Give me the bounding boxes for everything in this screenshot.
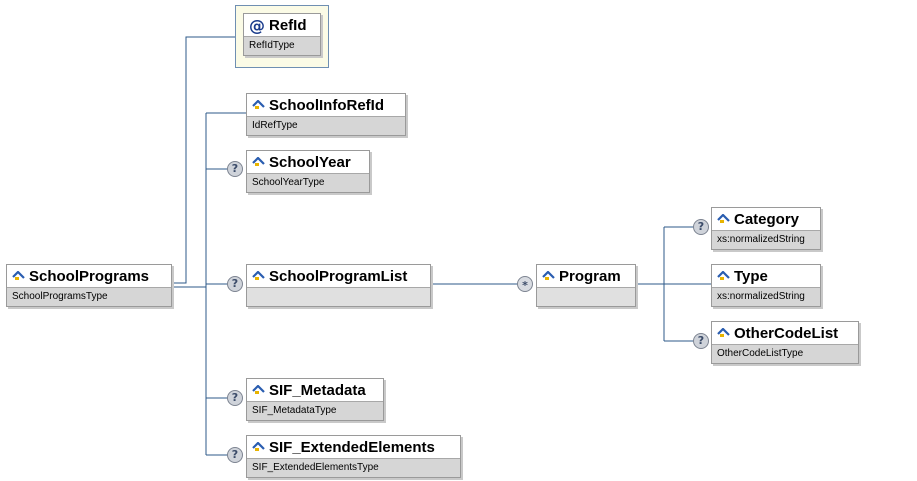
element-icon (717, 328, 730, 337)
element-icon (252, 442, 265, 451)
refid-attribute-node[interactable]: @ RefId RefIdType (243, 13, 321, 56)
element-icon (252, 100, 265, 109)
program-child-type: xs:normalizedString (712, 230, 820, 249)
program-child-type: OtherCodeListType (712, 344, 858, 363)
program-child-type: xs:normalizedString (712, 287, 820, 306)
sif-metadata-node[interactable]: SIF_Metadata SIF_MetadataType (246, 378, 384, 421)
optional-icon: ? (227, 447, 243, 463)
schoolprogramlist-node[interactable]: SchoolProgramList (246, 264, 431, 307)
program-child-name: OtherCodeList (734, 324, 839, 342)
multiple-occurrence-icon: * (517, 276, 533, 292)
attribute-type: RefIdType (244, 36, 320, 55)
child-name: SIF_Metadata (269, 381, 366, 399)
child-type: SIF_MetadataType (247, 401, 383, 420)
element-icon (252, 157, 265, 166)
child-type: IdRefType (247, 116, 405, 135)
othercodelist-node[interactable]: OtherCodeList OtherCodeListType (711, 321, 859, 364)
optional-icon: ? (227, 276, 243, 292)
optional-icon: ? (693, 219, 709, 235)
attribute-name: RefId (269, 16, 307, 34)
element-icon (542, 271, 555, 280)
child-name: SchoolYear (269, 153, 351, 171)
attribute-icon: @ (249, 15, 265, 35)
sif-extendedelements-node[interactable]: SIF_ExtendedElements SIF_ExtendedElement… (246, 435, 461, 478)
element-icon (252, 385, 265, 394)
schoolinforefid-node[interactable]: SchoolInfoRefId IdRefType (246, 93, 406, 136)
root-type: SchoolProgramsType (7, 287, 171, 306)
element-icon (252, 271, 265, 280)
element-icon (717, 214, 730, 223)
optional-icon: ? (227, 161, 243, 177)
refid-attribute-group: @ RefId RefIdType (235, 5, 329, 68)
child-type (247, 287, 430, 306)
child-name: SchoolInfoRefId (269, 96, 384, 114)
program-child-name: Type (734, 267, 768, 285)
optional-icon: ? (227, 390, 243, 406)
schoolprograms-node[interactable]: SchoolPrograms SchoolProgramsType (6, 264, 172, 307)
program-type (537, 287, 635, 306)
child-name: SIF_ExtendedElements (269, 438, 435, 456)
program-name: Program (559, 267, 621, 285)
program-node[interactable]: Program (536, 264, 636, 307)
child-name: SchoolProgramList (269, 267, 408, 285)
type-node[interactable]: Type xs:normalizedString (711, 264, 821, 307)
category-node[interactable]: Category xs:normalizedString (711, 207, 821, 250)
schoolyear-node[interactable]: SchoolYear SchoolYearType (246, 150, 370, 193)
element-icon (12, 271, 25, 280)
program-child-name: Category (734, 210, 800, 228)
optional-icon: ? (693, 333, 709, 349)
child-type: SIF_ExtendedElementsType (247, 458, 460, 477)
child-type: SchoolYearType (247, 173, 369, 192)
element-icon (717, 271, 730, 280)
root-name: SchoolPrograms (29, 267, 150, 285)
